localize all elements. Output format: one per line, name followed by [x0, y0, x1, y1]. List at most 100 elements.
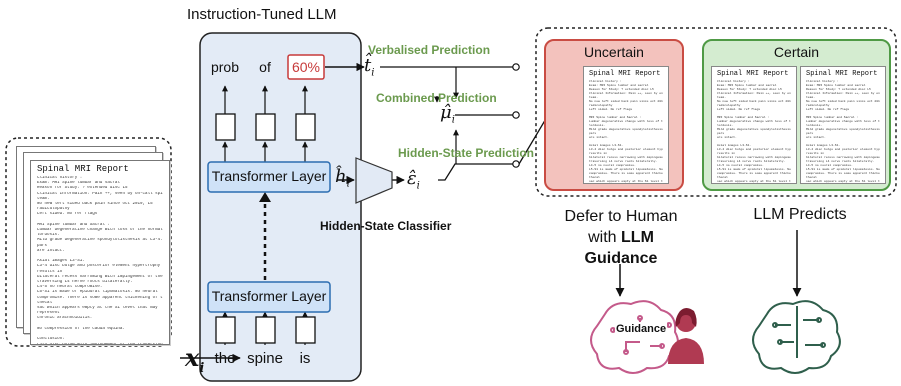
- input-state-box-1: [215, 316, 236, 344]
- certain-report-2-line: are intact.: [806, 136, 826, 139]
- hidden-state-classifier-label: Hidden-State Classifier: [320, 219, 452, 233]
- report-line: Left sided. No ref flags: [37, 212, 98, 217]
- uncertain-report-card: Spinal MRI Report Clinical history :Exam…: [583, 66, 669, 184]
- certain-report-1-line: Axial images L3-S1.: [717, 144, 752, 147]
- report-body: Clinical history :Exam: MRI Spine lumbar…: [37, 176, 163, 345]
- input-token-the: the: [214, 350, 236, 367]
- certain-report-1-line: L5-S1 is made of epidural lipomatosis. N…: [717, 168, 791, 171]
- uncertain-report-line: L5-S1 is made of epidural lipomatosis. N…: [589, 168, 663, 171]
- certain-report-1-line: results in: [717, 152, 736, 155]
- uncertain-report-line: L4-5 no neural compromise.: [589, 164, 636, 167]
- uncertain-report-line: pars: [589, 132, 597, 135]
- certain-report-1-line: Mild grade degenerative spondylolisthesi…: [717, 128, 791, 131]
- certain-report-2-line: Reason for Study: ? extended disc L5: [806, 88, 871, 91]
- certain-report-1-line: team.: [717, 96, 727, 99]
- certain-report-2-line: Left sided. No ref flags: [806, 108, 850, 111]
- uncertain-report-line: Clinical Information: Pain ++, seen by o…: [589, 92, 663, 95]
- input-symbol-x: xi: [185, 343, 205, 376]
- report-line: Reason for Study: ? extended disc L5: [37, 186, 128, 191]
- certain-report-1-line: pars: [717, 132, 725, 135]
- certain-report-1-line: lordosis.: [717, 124, 734, 127]
- report-line: chronic arachnoiditis.: [37, 316, 93, 321]
- token-state-box-2: [255, 113, 276, 141]
- uncertain-report-body: Clinical history :Exam: MRI Spine lumbar…: [589, 80, 663, 183]
- input-state-box-2: [255, 316, 276, 344]
- pink-brain-icon: [590, 300, 679, 374]
- certain-report-1-line: sac which appears empty at the S1 level …: [717, 180, 791, 183]
- certain-report-2-line: radiculopathy: [806, 104, 830, 107]
- switch-arm: [518, 116, 548, 165]
- uncertain-report-line: Axial images L3-S1.: [589, 144, 624, 147]
- input-token-spine: spine: [247, 350, 283, 367]
- uncertain-report-line: Clinical history :: [589, 80, 622, 83]
- uncertain-report-line: are intact.: [589, 136, 609, 139]
- certain-report-2-line: Exam: MRI Spine lumbar and sacral: [806, 84, 866, 87]
- certain-report-1-line: Lumbar degenerative change with loss of …: [717, 120, 791, 123]
- certain-report-2-line: L5-S1 is made of epidural lipomatosis. N…: [806, 168, 880, 171]
- report-line: sac which appears empty at the S1 level …: [37, 306, 158, 311]
- llm-predicts-text: LLM Predicts: [753, 206, 847, 223]
- report-line: bilateral recess narrowing with impingem…: [37, 274, 163, 279]
- uncertain-report-line: L3-4 disc bulge and posterior element hy…: [589, 148, 663, 151]
- uncertain-report-line: No new left sided back pain since oct 20…: [589, 100, 663, 103]
- report-line: Conclusion:: [37, 337, 65, 342]
- report-line: Exam: MRI Spine lumbar and sacral: [37, 181, 120, 186]
- certain-report-1-line: Clinical history :: [717, 80, 750, 83]
- certain-report-2-line: L3-4 disc bulge and posterior element hy…: [806, 148, 880, 151]
- certain-report-2-line: results in: [806, 152, 825, 155]
- certain-report-body-2: Clinical history :Exam: MRI Spine lumbar…: [806, 80, 880, 183]
- certain-report-2-line: No new left sided back pain since oct 20…: [806, 100, 880, 103]
- input-token-is: is: [299, 350, 311, 367]
- report-line: team.: [37, 196, 50, 201]
- uncertain-report-line: sac which appears empty at the S1 level …: [589, 180, 663, 183]
- hidden-state-classifier-shape: [355, 157, 393, 204]
- certain-report-1-line: Clinical Information: Pain ++, seen by o…: [717, 92, 791, 95]
- uncertain-label: Uncertain: [584, 44, 644, 60]
- certain-report-1-line: traversing L4 nerve roots bilaterally.: [717, 160, 786, 163]
- report-line: L4-5 no neural compromise.: [37, 285, 103, 290]
- uncertain-report-line: Left sided. No ref flags: [589, 108, 633, 111]
- report-line: Mild grade degenerative spondylolisthesi…: [37, 238, 163, 243]
- report-line: are intact.: [37, 248, 65, 253]
- defer-line-1: Defer to Human: [564, 208, 678, 225]
- uncertain-report-line: bilateral recess narrowing with impingem…: [589, 156, 663, 159]
- certain-report-card-2: Spinal MRI Report Clinical history :Exam…: [800, 66, 886, 184]
- hidden-state-prediction-label: Hidden-State Prediction: [398, 146, 535, 160]
- certain-report-1-line: Left sided. No ref flags: [717, 108, 761, 111]
- certain-report-2-line: pars: [806, 132, 814, 135]
- report-line: MRI Spine lumbar and Sacral :: [37, 222, 110, 227]
- uncertain-report-line: traversing L4 nerve roots bilaterally.: [589, 160, 658, 163]
- hidden-switch-node: [512, 160, 520, 168]
- certain-report-title-2: Spinal MRI Report: [806, 70, 878, 78]
- certain-report-2-line: L4-5 no neural compromise.: [806, 164, 853, 167]
- probability-box: [287, 54, 325, 80]
- report-line: Clinical history :: [37, 176, 83, 180]
- uncertain-report-line: results in: [589, 152, 608, 155]
- certain-report-1-line: L3-4 disc bulge and posterior element hy…: [717, 148, 791, 151]
- certain-report-1-line: MRI Spine lumbar and Sacral :: [717, 116, 770, 119]
- report-line: radiculopathy: [37, 207, 70, 212]
- certain-report-1-line: compromise. There is some apparent thick…: [717, 172, 791, 175]
- transformer-layer-lower-box: [207, 281, 331, 313]
- certain-report-2-line: Clinical history :: [806, 80, 839, 83]
- certain-report-1-line: bilateral recess narrowing with impingem…: [717, 156, 791, 159]
- output-token-prob: prob: [210, 59, 240, 75]
- certain-report-2-line: thecal: [806, 176, 817, 179]
- certain-report-title-1: Spinal MRI Report: [717, 70, 789, 78]
- transformer-layer-lower-label: Transformer Layer: [211, 288, 327, 304]
- certain-report-2-line: Axial images L3-S1.: [806, 144, 841, 147]
- uncertain-report-line: lordosis.: [589, 124, 606, 127]
- uncertain-report-line: MRI Spine lumbar and Sacral :: [589, 116, 642, 119]
- output-token-probability: 60%: [291, 59, 321, 75]
- uncertain-report-line: team.: [589, 96, 599, 99]
- certain-label: Certain: [773, 44, 820, 60]
- verbalised-symbol: t̂i: [364, 55, 375, 79]
- report-line: Axial images L3-S1.: [37, 259, 85, 264]
- token-state-box-3: [295, 113, 316, 141]
- report-line: L3-4 disc bulge with impingement of the …: [37, 342, 163, 345]
- certain-report-2-line: compromise. There is some apparent thick…: [806, 172, 880, 175]
- certain-report-1-line: radiculopathy: [717, 104, 741, 107]
- llm-guidance-bold: LLM Guidance: [584, 229, 658, 267]
- uncertain-report-line: Lumbar degenerative change with loss of …: [589, 120, 663, 123]
- report-input-dashed-frame: [5, 137, 172, 347]
